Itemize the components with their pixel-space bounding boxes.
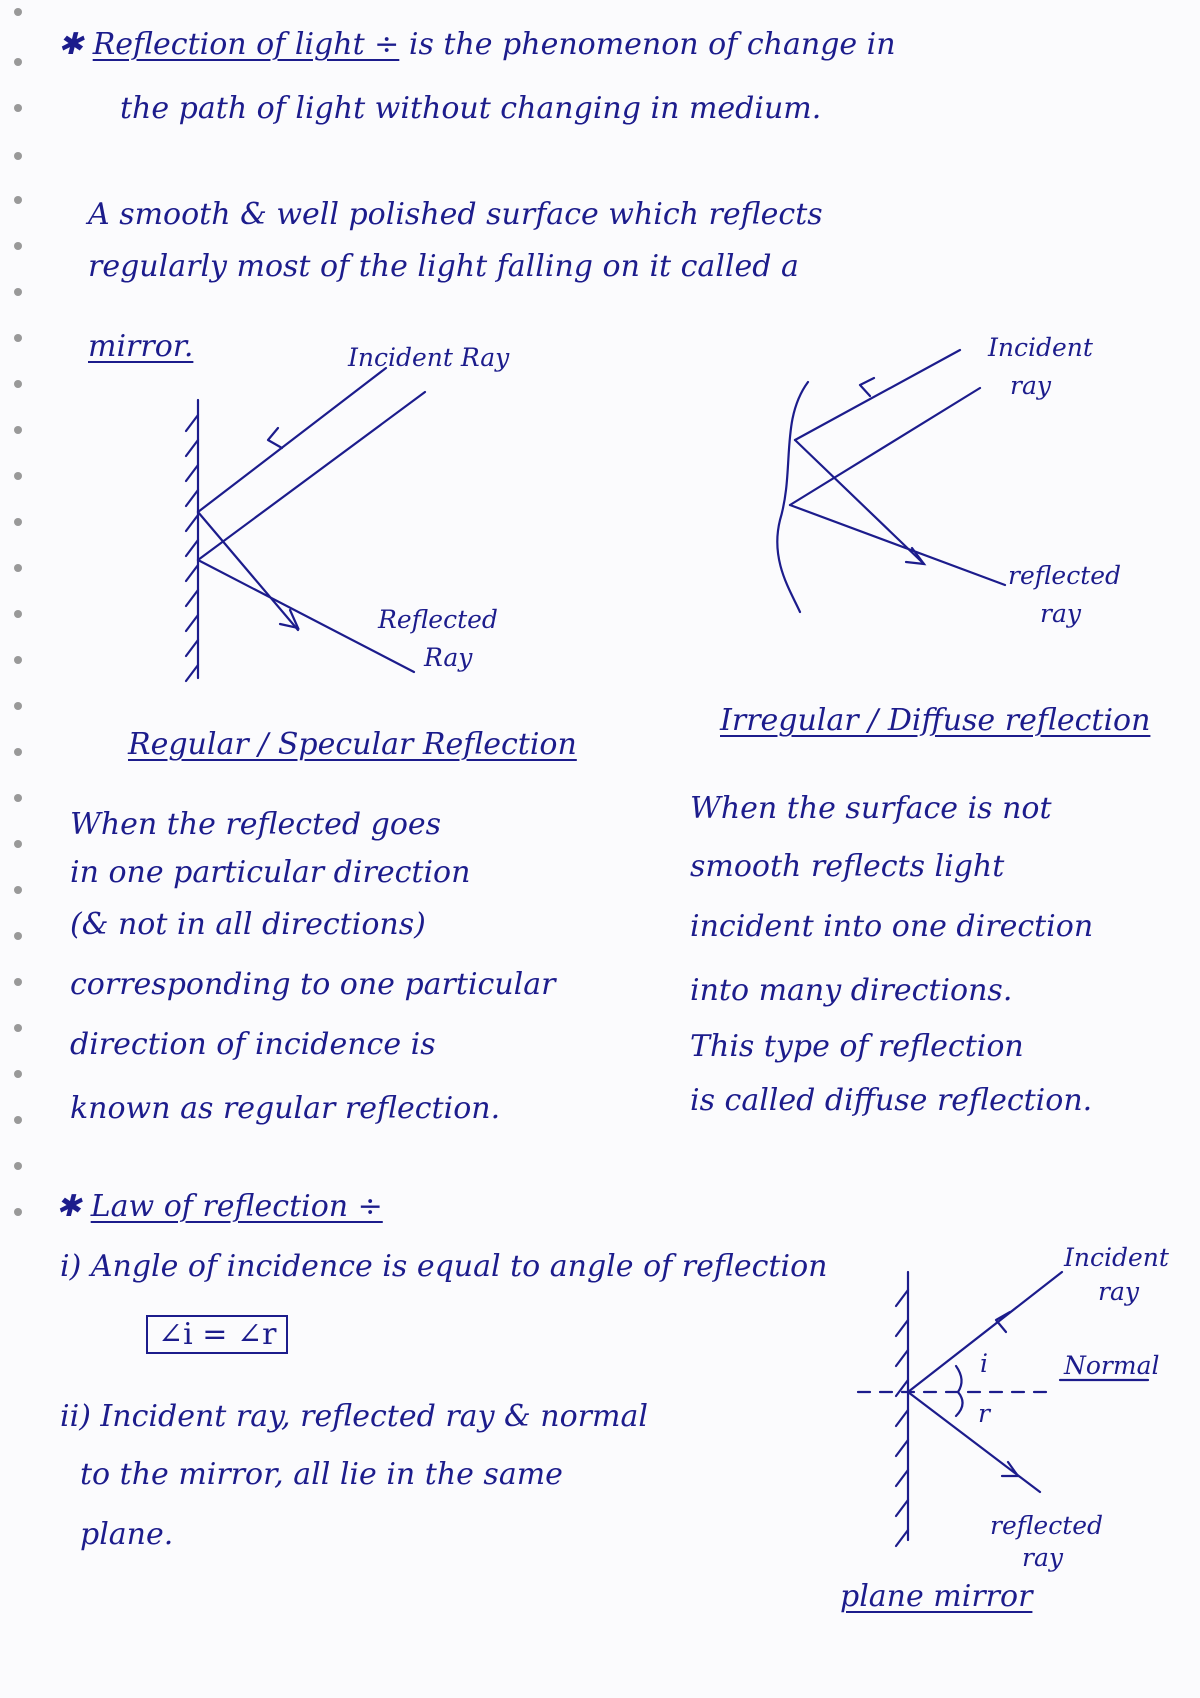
- regular-reflected-label-1: Reflected: [378, 605, 498, 634]
- laws-heading-line: ✱ Law of reflection ÷: [56, 1190, 383, 1224]
- regular-caption: Regular / Specular Reflection: [128, 727, 577, 762]
- pm-reflected-label-2: ray: [1022, 1543, 1063, 1572]
- law-1: i) Angle of incidence is equal to angle …: [60, 1249, 828, 1284]
- angle-r-label: r: [978, 1399, 990, 1428]
- regular-reflected-label-2: Ray: [424, 643, 473, 672]
- diffuse-text-line-4: into many directions.: [690, 973, 1013, 1008]
- diffuse-caption: Irregular / Diffuse reflection: [720, 703, 1151, 738]
- diffuse-text-line-3: incident into one direction: [690, 909, 1094, 944]
- mirror-definition-line-1: A smooth & well polished surface which r…: [88, 197, 823, 232]
- normal-label: Normal: [1064, 1351, 1160, 1380]
- regular-text-line-4: corresponding to one particular: [70, 967, 556, 1002]
- arrow-head: [1000, 1460, 1021, 1478]
- diffuse-reflected-label-1: reflected: [1008, 561, 1122, 590]
- diffuse-text-line-5: This type of reflection: [690, 1029, 1024, 1064]
- definition-term: Reflection of light ÷: [92, 27, 400, 62]
- arrow-head: [858, 376, 876, 398]
- law-2-line-1: ii) Incident ray, reflected ray & normal: [60, 1399, 648, 1434]
- star-bullet: ✱: [58, 27, 84, 62]
- diffuse-reflected-label-2: ray: [1040, 599, 1081, 628]
- regular-text-line-3: (& not in all directions): [70, 907, 426, 942]
- pm-reflected-ray: [906, 1390, 1042, 1494]
- diffuse-reflected-ray-2: [788, 503, 1007, 587]
- plane-mirror-caption: plane mirror: [840, 1579, 1033, 1614]
- pm-incident-ray: [906, 1270, 1064, 1394]
- pm-reflected-label-1: reflected: [990, 1511, 1104, 1540]
- regular-text-line-6: known as regular reflection.: [70, 1091, 501, 1126]
- diffuse-incident-ray-1: [793, 348, 962, 442]
- pm-incident-label-2: ray: [1098, 1277, 1139, 1306]
- angle-i-label: i: [980, 1349, 988, 1378]
- law-2-line-3: plane.: [80, 1517, 174, 1552]
- diffuse-incident-label-2: ray: [1010, 371, 1051, 400]
- arrow-head: [266, 426, 284, 450]
- diffuse-reflected-ray-1: [793, 438, 926, 566]
- diffuse-incident-ray-2: [788, 386, 982, 507]
- regular-text-line-5: direction of incidence is: [70, 1027, 436, 1062]
- definition-line-1: ✱ Reflection of light ÷ is the phenomeno…: [58, 28, 896, 62]
- law-2-line-2: to the mirror, all lie in the same: [80, 1457, 563, 1492]
- pm-incident-label-1: Incident: [1064, 1243, 1169, 1272]
- formula-box: ∠i = ∠r: [146, 1315, 289, 1354]
- arrow-head: [994, 1310, 1012, 1334]
- formula-wrapper: ∠i = ∠r: [146, 1315, 289, 1354]
- star-bullet: ✱: [56, 1189, 82, 1224]
- rough-surface: [776, 380, 810, 614]
- angle-r-arc: [954, 1390, 964, 1418]
- reflected-ray-1: [196, 510, 300, 632]
- diffuse-text-line-2: smooth reflects light: [690, 849, 1005, 884]
- regular-text-line-1: When the reflected goes: [70, 807, 442, 842]
- laws-heading: Law of reflection ÷: [90, 1189, 383, 1224]
- definition-text-1: is the phenomenon of change in: [408, 27, 896, 62]
- mirror-definition-line-2: regularly most of the light falling on i…: [88, 249, 799, 284]
- diffuse-incident-label-1: Incident: [988, 333, 1093, 362]
- diffuse-text-line-1: When the surface is not: [690, 791, 1052, 826]
- regular-text-line-2: in one particular direction: [70, 855, 471, 890]
- spiral-binding: [14, 8, 22, 1216]
- mirror-term: mirror.: [88, 329, 194, 364]
- definition-line-2: the path of light without changing in me…: [120, 91, 822, 126]
- arrow-head: [904, 546, 927, 566]
- incident-ray-2: [196, 390, 427, 562]
- angle-i-arc: [954, 1364, 963, 1394]
- diffuse-text-line-6: is called diffuse reflection.: [690, 1083, 1093, 1118]
- regular-incident-label: Incident Ray: [348, 343, 510, 372]
- incident-ray-1: [196, 366, 388, 514]
- arrow-head: [278, 608, 300, 630]
- reflected-ray-2: [196, 558, 416, 674]
